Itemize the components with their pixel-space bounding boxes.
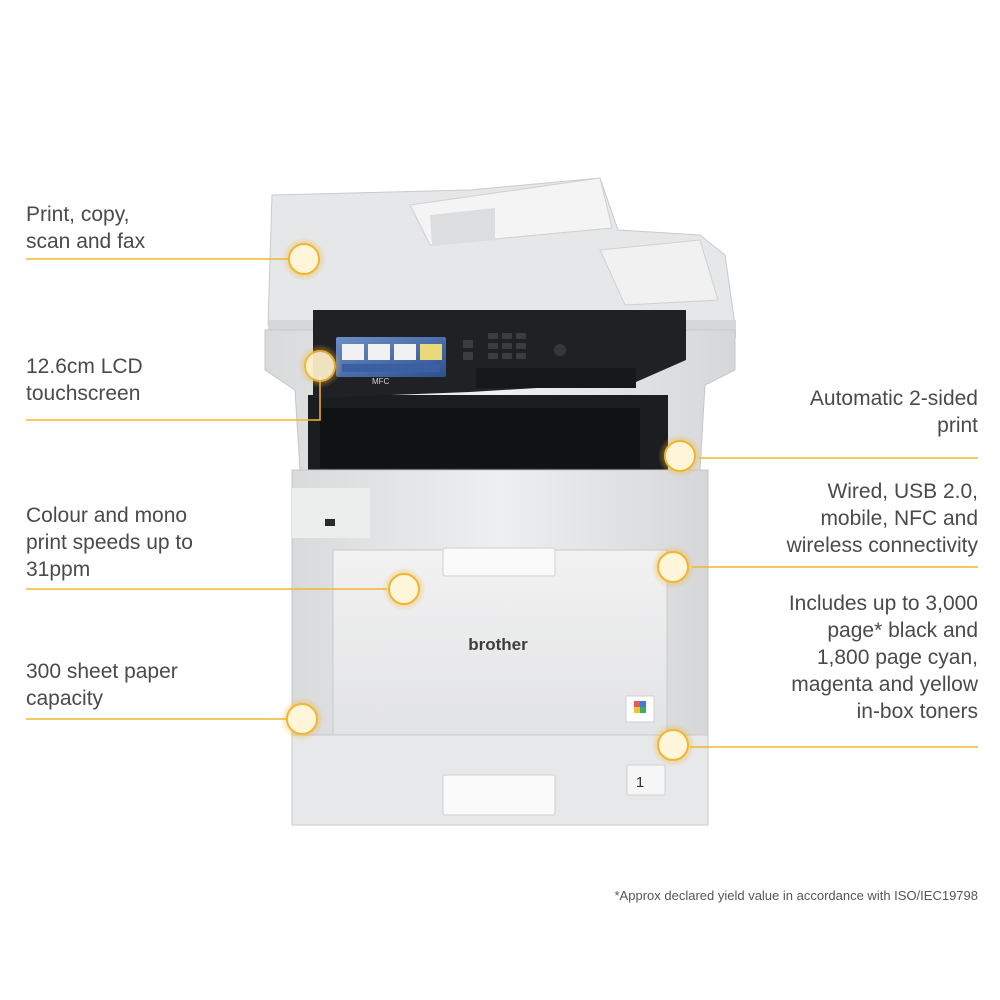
feature-label-lcd: 12.6cm LCD touchscreen (26, 355, 143, 405)
footnote: *Approx declared yield value in accordan… (614, 888, 979, 903)
feature-label-functions: Print, copy, scan and fax (26, 203, 146, 253)
hotspot-lcd (298, 344, 342, 388)
feature-label-toners: Includes up to 3,000 page* black and 1,8… (788, 592, 978, 723)
feature-label-duplex: Automatic 2-sided print (809, 387, 978, 437)
hotspot-paper (280, 697, 324, 741)
hotspot-connectivity (651, 545, 695, 589)
callout-lines (26, 258, 978, 748)
hotspots (280, 237, 702, 767)
brand-logo: brother (468, 635, 528, 654)
control-panel: MFC (313, 310, 686, 398)
feature-label-connectivity: Wired, USB 2.0, mobile, NFC and wireless… (786, 480, 978, 557)
hotspot-duplex (658, 434, 702, 478)
hotspot-speed (382, 567, 426, 611)
hotspot-toners (651, 723, 695, 767)
hotspot-functions (282, 237, 326, 281)
model-badge: MFC (372, 377, 390, 386)
feature-label-speed: Colour and mono print speeds up to 31ppm (26, 504, 193, 581)
tray-number: 1 (636, 774, 644, 791)
usb-port-icon (325, 519, 335, 526)
printer-lower-body: brother 1 (291, 469, 709, 826)
feature-label-paper: 300 sheet paper capacity (26, 660, 178, 710)
